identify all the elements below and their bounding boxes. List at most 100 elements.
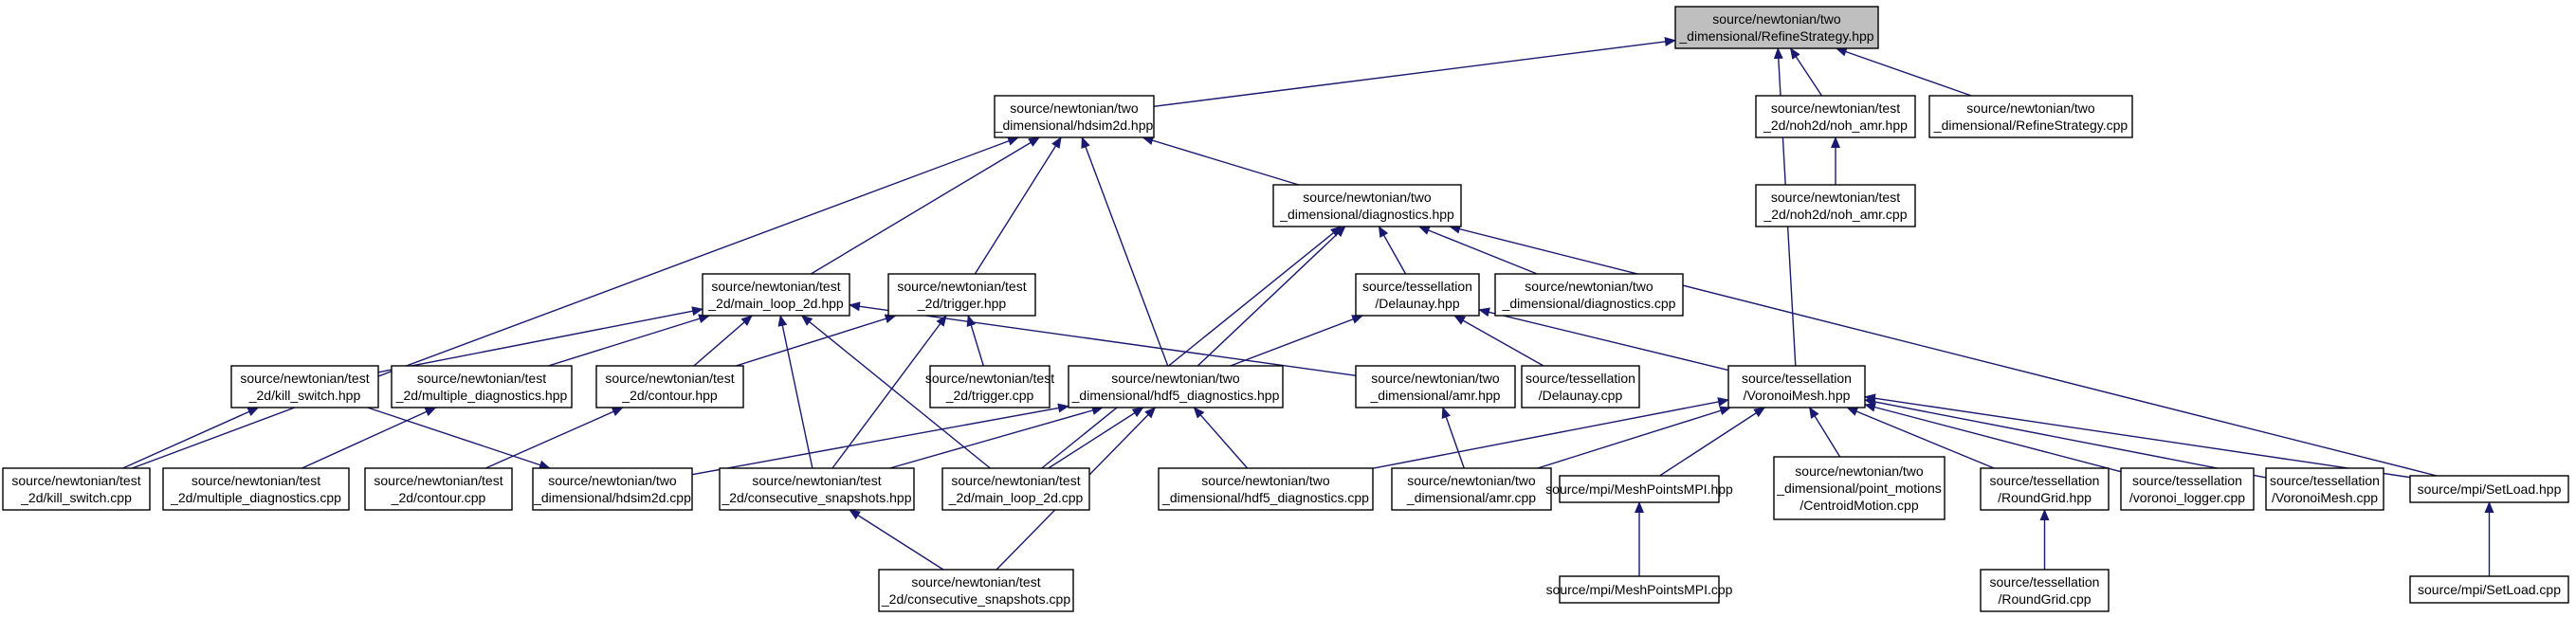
node-label-line: source/newtonian/test bbox=[951, 473, 1080, 488]
node-label-line: source/newtonian/test bbox=[374, 473, 502, 488]
edge-line bbox=[1864, 402, 2122, 473]
edge-meshpointsmpi-hpp-to-voronoimesh-hpp bbox=[1659, 407, 1766, 477]
node-contour-cpp[interactable]: source/newtonian/test_2d/contour.cpp bbox=[364, 467, 513, 511]
node-multiple-diagnostics-hpp[interactable]: source/newtonian/test_2d/multiple_diagno… bbox=[391, 365, 573, 408]
edge-line bbox=[849, 301, 1357, 376]
node-label-line: _dimensional/hdsim2d.hpp bbox=[995, 118, 1154, 133]
node-hdsim2d-hpp[interactable]: source/newtonian/two_dimensional/hdsim2d… bbox=[994, 95, 1155, 138]
node-label-line: source/newtonian/two bbox=[1371, 371, 1500, 386]
node-label-line: _dimensional/hdsim2d.cpp bbox=[533, 490, 691, 505]
node-box bbox=[1755, 184, 1916, 227]
edge-line bbox=[800, 315, 991, 469]
node-kill-switch-hpp[interactable]: source/newtonian/test_2d/kill_switch.hpp bbox=[230, 365, 379, 408]
node-voronoimesh-cpp[interactable]: source/tessellation/VoronoiMesh.cpp bbox=[2265, 467, 2384, 511]
node-label-line: source/tessellation bbox=[1990, 574, 2100, 590]
node-amr-hpp[interactable]: source/newtonian/two_dimensional/amr.hpp bbox=[1355, 365, 1516, 408]
node-label-line: _dimensional/hdf5_diagnostics.hpp bbox=[1071, 388, 1280, 403]
node-diagnostics-hpp[interactable]: source/newtonian/two_dimensional/diagnos… bbox=[1272, 184, 1462, 227]
edge-hdf5-diagnostics-hpp-to-hdsim2d-hpp bbox=[1081, 136, 1169, 367]
node-box bbox=[1755, 95, 1916, 138]
node-setload-hpp[interactable]: source/mpi/SetLoad.hpp bbox=[2409, 475, 2569, 503]
node-box bbox=[1355, 273, 1480, 317]
node-centroidmotion-cpp[interactable]: source/newtonian/two_dimensional/point_m… bbox=[1773, 456, 1946, 520]
node-kill-switch-cpp[interactable]: source/newtonian/test_2d/kill_switch.cpp bbox=[2, 467, 151, 511]
edge-multiple-diagnostics-hpp-to-main-loop-2d-hpp bbox=[548, 314, 711, 367]
node-setload-cpp[interactable]: source/mpi/SetLoad.cpp bbox=[2409, 575, 2569, 604]
edge-contour-cpp-to-contour-hpp bbox=[484, 407, 624, 469]
node-refinestrategy-cpp[interactable]: source/newtonian/two_dimensional/RefineS… bbox=[1928, 95, 2133, 138]
node-label-line: _2d/noh2d/noh_amr.cpp bbox=[1763, 207, 1907, 222]
edge-main-loop-2d-cpp-to-hdf5-diagnostics-hpp bbox=[1048, 407, 1144, 469]
node-label-line: source/newtonian/test bbox=[605, 371, 734, 386]
node-consecutive-snapshots-hpp[interactable]: source/newtonian/test_2d/consecutive_sna… bbox=[719, 467, 915, 511]
node-noh-amr-hpp[interactable]: source/newtonian/test_2d/noh2d/noh_amr.h… bbox=[1755, 95, 1916, 138]
node-box bbox=[1559, 575, 1720, 604]
edge-noh-amr-hpp-to-refinestrategy-hpp bbox=[1789, 47, 1823, 97]
node-noh-amr-cpp[interactable]: source/newtonian/test_2d/noh2d/noh_amr.c… bbox=[1755, 184, 1916, 227]
node-voronoi-logger-cpp[interactable]: source/tessellation/voronoi_logger.cpp bbox=[2120, 467, 2255, 511]
node-label-line: source/newtonian/test bbox=[711, 279, 840, 294]
edge-hdf5-diagnostics-hpp-to-delaunay-hpp bbox=[1230, 315, 1364, 367]
edge-amr-cpp-to-amr-hpp bbox=[1441, 407, 1465, 469]
edge-line bbox=[367, 407, 551, 470]
node-box bbox=[2, 467, 151, 511]
node-meshpointsmpi-hpp[interactable]: source/mpi/MeshPointsMPI.hpp bbox=[1545, 475, 1733, 503]
edge-consecutive-snapshots-hpp-to-hdf5-diagnostics-hpp bbox=[889, 406, 1104, 469]
edge-roundgrid-hpp-to-voronoimesh-hpp bbox=[1846, 407, 1995, 469]
node-label-line: /CentroidMotion.cpp bbox=[1800, 498, 1919, 513]
node-box bbox=[719, 467, 915, 511]
node-main-loop-2d-hpp[interactable]: source/newtonian/test _2d/main_loop_2d.hp… bbox=[702, 273, 850, 317]
node-contour-hpp[interactable]: source/newtonian/test _2d/contour.hpp bbox=[595, 365, 744, 408]
node-label-line: source/tessellation bbox=[1742, 371, 1852, 386]
node-box bbox=[2120, 467, 2255, 511]
edge-line bbox=[1449, 224, 2438, 477]
edge-hdf5-diagnostics-hpp-to-diagnostics-hpp bbox=[1197, 226, 1346, 367]
edge-line bbox=[122, 407, 260, 469]
node-diagnostics-cpp[interactable]: source/newtonian/two_dimensional/diagnos… bbox=[1494, 273, 1684, 317]
edge-trigger-hpp-to-hdsim2d-hpp bbox=[974, 136, 1062, 275]
edge-line bbox=[1659, 407, 1766, 477]
node-hdf5-diagnostics-hpp[interactable]: source/newtonian/two_dimensional/hdf5_di… bbox=[1068, 365, 1284, 408]
edge-line bbox=[736, 314, 897, 367]
node-label-line: _2d/main_loop_2d.hpp bbox=[707, 296, 844, 311]
node-amr-cpp[interactable]: source/newtonian/two_dimensional/amr.cpp bbox=[1391, 467, 1552, 511]
edge-setload-hpp-to-voronoimesh-hpp bbox=[1864, 393, 2411, 479]
node-consecutive-snapshots-cpp[interactable]: source/newtonian/test_2d/consecutive_sna… bbox=[878, 569, 1074, 612]
node-label-line: /voronoi_logger.cpp bbox=[2129, 490, 2245, 505]
node-roundgrid-hpp[interactable]: source/tessellation/RoundGrid.hpp bbox=[1980, 467, 2110, 511]
edge-centroidmotion-cpp-to-voronoimesh-hpp bbox=[1808, 407, 1841, 458]
node-box bbox=[595, 365, 744, 408]
node-trigger-hpp[interactable]: source/newtonian/test_2d/trigger.hpp bbox=[887, 273, 1036, 317]
node-voronoimesh-hpp[interactable]: source/tessellation/VoronoiMesh.hpp bbox=[1727, 365, 1866, 408]
node-main-loop-2d-cpp[interactable]: source/newtonian/test_2d/main_loop_2d.cp… bbox=[941, 467, 1090, 511]
node-hdf5-diagnostics-cpp[interactable]: source/newtonian/two_dimensional/hdf5_di… bbox=[1158, 467, 1374, 511]
node-box bbox=[2265, 467, 2384, 511]
node-multiple-diagnostics-cpp[interactable]: source/newtonian/test_2d/multiple_diagno… bbox=[162, 467, 350, 511]
node-hdsim2d-cpp[interactable]: source/newtonian/two_dimensional/hdsim2d… bbox=[532, 467, 693, 511]
node-refinestrategy-hpp[interactable]: source/newtonian/two_dimensional/RefineS… bbox=[1674, 6, 1879, 49]
node-label-line: source/newtonian/two bbox=[1525, 279, 1653, 294]
edge-consecutive-snapshots-cpp-to-consecutive-snapshots-hpp bbox=[849, 509, 944, 571]
node-label-line: _2d/consecutive_snapshots.hpp bbox=[721, 490, 911, 505]
edge-line bbox=[1835, 46, 1972, 97]
edge-line bbox=[889, 406, 1104, 469]
node-label-line: source/newtonian/test bbox=[1771, 100, 1900, 116]
node-box bbox=[2409, 475, 2569, 503]
edge-hdf5-diagnostics-cpp-to-hdf5-diagnostics-hpp bbox=[1193, 407, 1249, 469]
edge-line bbox=[1230, 315, 1364, 367]
node-label-line: _2d/contour.hpp bbox=[621, 388, 718, 403]
node-delaunay-cpp[interactable]: source/tessellation/Delaunay.cpp bbox=[1521, 365, 1640, 408]
node-label-line: _2d/multiple_diagnostics.cpp bbox=[170, 490, 341, 505]
edge-main-loop-2d-cpp-to-main-loop-2d-hpp bbox=[800, 315, 991, 469]
node-meshpointsmpi-cpp[interactable]: source/mpi/MeshPointsMPI.cpp bbox=[1546, 575, 1733, 604]
edge-amr-hpp-to-main-loop-2d-hpp bbox=[849, 301, 1357, 376]
node-roundgrid-cpp[interactable]: source/tessellation/RoundGrid.cpp bbox=[1980, 569, 2110, 612]
node-box bbox=[1272, 184, 1462, 227]
node-label-line: _2d/consecutive_snapshots.cpp bbox=[881, 591, 1070, 607]
node-trigger-cpp[interactable]: source/newtonian/test_2d/trigger.cpp bbox=[925, 365, 1054, 408]
edge-kill-switch-hpp-to-hdsim2d-cpp bbox=[367, 407, 551, 470]
node-box bbox=[1928, 95, 2133, 138]
edge-line bbox=[1846, 407, 1995, 469]
node-delaunay-hpp[interactable]: source/tessellation/Delaunay.hpp bbox=[1355, 273, 1480, 317]
